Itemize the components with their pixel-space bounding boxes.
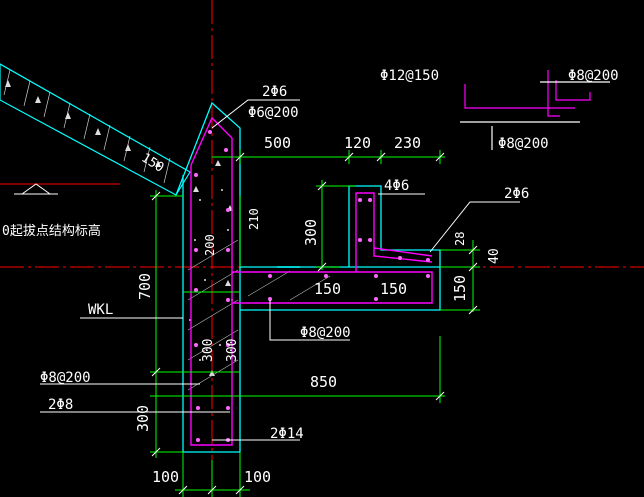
dim-300-left: 300 bbox=[134, 405, 152, 432]
label-detail-right: Φ8@200 bbox=[568, 68, 619, 84]
dim-200: 200 bbox=[203, 234, 217, 256]
dimension-ticks bbox=[151, 152, 478, 495]
dim-700: 700 bbox=[136, 273, 154, 300]
detail-top-right bbox=[460, 70, 610, 150]
label-bottom-bars: 2Φ14 bbox=[270, 426, 304, 442]
dim-28: 28 bbox=[453, 232, 467, 246]
roof-slab-hatch bbox=[3, 69, 171, 184]
ledge-rebar bbox=[373, 247, 433, 257]
node-concrete-fill bbox=[189, 160, 233, 376]
dim-150-a: 150 bbox=[314, 280, 341, 298]
dim-100-a: 100 bbox=[152, 468, 179, 486]
label-upstand-bars: 4Φ6 bbox=[384, 178, 409, 194]
level-note-text: 0起拔点结构标高 bbox=[2, 223, 101, 239]
label-top-stirrup: Φ6@200 bbox=[248, 105, 299, 121]
dim-150-right: 150 bbox=[451, 275, 469, 302]
label-beam-side-bars: 2Φ8 bbox=[48, 397, 73, 413]
label-ledge-bars: 2Φ6 bbox=[504, 186, 529, 202]
dim-40: 40 bbox=[487, 248, 502, 264]
label-top-bars: 2Φ6 bbox=[262, 84, 287, 100]
label-slab-stirrup: Φ8@200 bbox=[300, 325, 351, 341]
slab-top-rebar bbox=[232, 271, 433, 304]
dim-120: 120 bbox=[344, 134, 371, 152]
label-beam-stirrup: Φ8@200 bbox=[40, 370, 91, 386]
label-wkl: WKL bbox=[88, 302, 113, 318]
upstand-rebar bbox=[355, 192, 433, 272]
label-detail-bottom: Φ8@200 bbox=[498, 136, 549, 152]
dimension-labels: 500 120 230 300 210 200 28 40 150 150 15… bbox=[134, 134, 502, 486]
dim-300-upstand: 300 bbox=[302, 219, 320, 246]
leader-lines bbox=[40, 99, 520, 441]
dim-150-b: 150 bbox=[380, 280, 407, 298]
label-detail-left: Φ12@150 bbox=[380, 68, 439, 84]
roof-slab-aggregate bbox=[5, 80, 161, 167]
level-marker: 0起拔点结构标高 bbox=[0, 183, 120, 239]
upstand-outline bbox=[348, 185, 441, 267]
dim-500: 500 bbox=[264, 134, 291, 152]
annotation-labels: 2Φ6 Φ6@200 Φ12@150 Φ8@200 Φ8@200 4Φ6 2Φ6… bbox=[40, 68, 619, 442]
dim-230: 230 bbox=[394, 134, 421, 152]
dim-100-b: 100 bbox=[244, 468, 271, 486]
rebar-points bbox=[194, 130, 430, 442]
dim-850: 850 bbox=[310, 373, 337, 391]
node-hatch-lines bbox=[187, 239, 331, 391]
dim-210: 210 bbox=[247, 208, 261, 230]
dim-300-b: 300 bbox=[225, 339, 240, 362]
dim-300-a: 300 bbox=[201, 339, 216, 362]
